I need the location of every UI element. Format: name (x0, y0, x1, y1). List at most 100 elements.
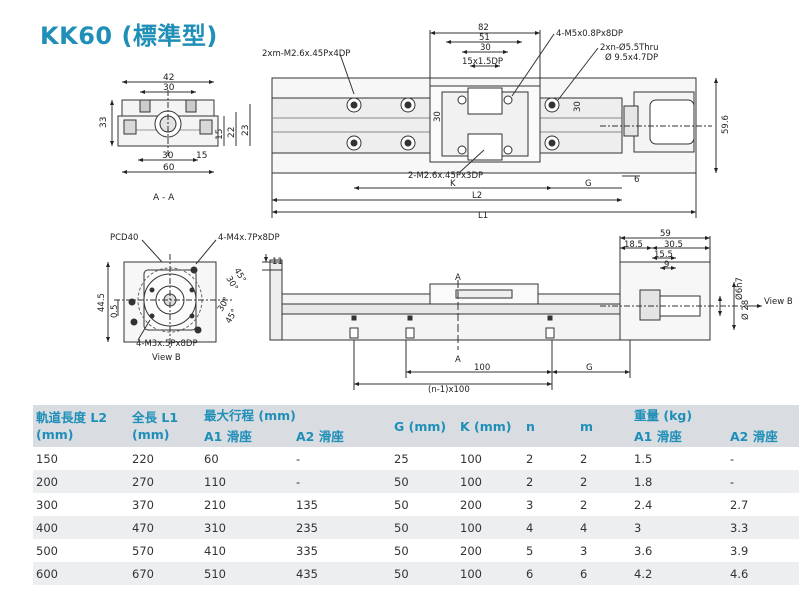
table-row: 200 270 110 - 50 100 2 2 1.8 - (33, 470, 799, 493)
cell-n: 2 (523, 447, 577, 470)
cell-total-length: 670 (129, 562, 201, 585)
cell-rail-length: 150 (33, 447, 129, 470)
cell-k: 100 (457, 516, 523, 539)
dim-30: 30 (163, 83, 175, 93)
cell-stroke-a2: 335 (293, 539, 391, 562)
view-b-labels: PCD40 4-M4x.7Px8DP 4-M3x.5Px8DP 45° 30° … (97, 233, 280, 363)
dim-33: 33 (99, 117, 109, 128)
label-55-thru: 2xn-Ø5.5Thru (600, 42, 659, 53)
cell-m: 3 (577, 539, 631, 562)
cell-rail-length: 200 (33, 470, 129, 493)
cell-stroke-a1: 310 (201, 516, 293, 539)
dim-11: 11 (272, 257, 283, 267)
header-stroke-a2: A2 滑座 (293, 426, 391, 447)
cell-g: 25 (391, 447, 457, 470)
cell-stroke-a2: 135 (293, 493, 391, 516)
cell-weight-a1: 4.2 (631, 562, 727, 585)
cell-total-length: 270 (129, 470, 201, 493)
section-aa-caption: A - A (153, 193, 175, 203)
dim-15-lower: 15 (196, 151, 207, 161)
view-b-caption-right: View B (764, 297, 793, 307)
dim-28: Ø 28 (740, 300, 751, 320)
dim-42: 42 (163, 73, 174, 83)
cell-rail-length: 600 (33, 562, 129, 585)
dim-30-vertical: 30 (433, 111, 443, 122)
cell-g: 50 (391, 470, 457, 493)
section-a-bottom: A (455, 355, 461, 365)
cell-total-length: 370 (129, 493, 201, 516)
cell-weight-a2: 3.9 (727, 539, 799, 562)
cell-weight-a1: 1.8 (631, 470, 727, 493)
cell-stroke-a1: 410 (201, 539, 293, 562)
cell-weight-a1: 2.4 (631, 493, 727, 516)
cell-total-length: 220 (129, 447, 201, 470)
dim-30-5: 30.5 (664, 240, 683, 250)
dim-6h7: Ø6h7 (734, 277, 745, 300)
cell-weight-a2: 2.7 (727, 493, 799, 516)
dim-l2: L2 (472, 191, 482, 201)
dim-l1: L1 (478, 211, 488, 221)
label-m3: 4-M3x.5Px8DP (136, 339, 198, 349)
cell-k: 100 (457, 562, 523, 585)
cell-stroke-a1: 210 (201, 493, 293, 516)
view-b-drawing (106, 239, 232, 350)
view-b-caption-left: View B (152, 353, 181, 363)
header-max-stroke: 最大行程 (mm) (201, 405, 391, 426)
table-row: 600 670 510 435 50 100 6 6 4.2 4.6 (33, 562, 799, 585)
cell-n: 6 (523, 562, 577, 585)
table-row: 400 470 310 235 50 100 4 4 3 3.3 (33, 516, 799, 539)
cell-weight-a2: - (727, 447, 799, 470)
cell-stroke-a1: 510 (201, 562, 293, 585)
dim-82: 82 (478, 23, 489, 33)
cell-total-length: 570 (129, 539, 201, 562)
cell-stroke-a2: - (293, 447, 391, 470)
dim-30-top: 30 (480, 43, 491, 53)
cell-k: 200 (457, 539, 523, 562)
header-weight: 重量 (kg) (631, 405, 799, 426)
cell-stroke-a2: 235 (293, 516, 391, 539)
cell-g: 50 (391, 516, 457, 539)
dim-6: 6 (634, 175, 639, 185)
header-k: K (mm) (457, 405, 523, 447)
cell-weight-a1: 3.6 (631, 539, 727, 562)
cell-stroke-a1: 110 (201, 470, 293, 493)
table-header-row: 軌道長度 L2 (mm) 全長 L1 (mm) 最大行程 (mm) G (mm)… (33, 405, 799, 447)
dim-g: G (585, 179, 592, 189)
cell-weight-a1: 3 (631, 516, 727, 539)
label-95: Ø 9.5x4.7DP (605, 52, 658, 63)
cell-n: 3 (523, 493, 577, 516)
cell-n: 5 (523, 539, 577, 562)
cell-stroke-a2: - (293, 470, 391, 493)
cell-k: 100 (457, 447, 523, 470)
dim-30-lower: 30 (162, 151, 174, 161)
label-m5: 4-M5x0.8Px8DP (556, 29, 623, 39)
table-row: 300 370 210 135 50 200 3 2 2.4 2.7 (33, 493, 799, 516)
header-weight-a1: A1 滑座 (631, 426, 727, 447)
dim-15: 15 (215, 129, 225, 140)
cell-m: 2 (577, 447, 631, 470)
dim-60: 60 (163, 163, 175, 173)
dim-15x15dp: 15x1.5DP (462, 57, 503, 67)
spec-table: 軌道長度 L2 (mm) 全長 L1 (mm) 最大行程 (mm) G (mm)… (33, 405, 799, 585)
cell-weight-a2: 3.3 (727, 516, 799, 539)
label-m26-4dp: 2xm-M2.6x.45Px4DP (262, 49, 350, 59)
label-pcd40: PCD40 (110, 233, 138, 243)
cell-k: 200 (457, 493, 523, 516)
cell-weight-a2: - (727, 470, 799, 493)
top-view-drawing (271, 30, 718, 218)
front-view-drawing (262, 236, 762, 390)
dim-59: 59 (660, 229, 671, 239)
dim-15-5: 15.5 (654, 250, 673, 260)
cell-rail-length: 500 (33, 539, 129, 562)
table-row: 500 570 410 335 50 200 5 3 3.6 3.9 (33, 539, 799, 562)
cell-stroke-a2: 435 (293, 562, 391, 585)
cell-rail-length: 400 (33, 516, 129, 539)
section-aa-labels: 42 30 33 15 22 23 30 15 60 A - A (99, 73, 251, 203)
header-g: G (mm) (391, 405, 457, 447)
cell-n: 2 (523, 470, 577, 493)
cell-rail-length: 300 (33, 493, 129, 516)
cell-n: 4 (523, 516, 577, 539)
cell-stroke-a1: 60 (201, 447, 293, 470)
cell-weight-a2: 4.6 (727, 562, 799, 585)
table-subheader-row: A1 滑座 A2 滑座 A1 滑座 A2 滑座 (33, 426, 799, 447)
